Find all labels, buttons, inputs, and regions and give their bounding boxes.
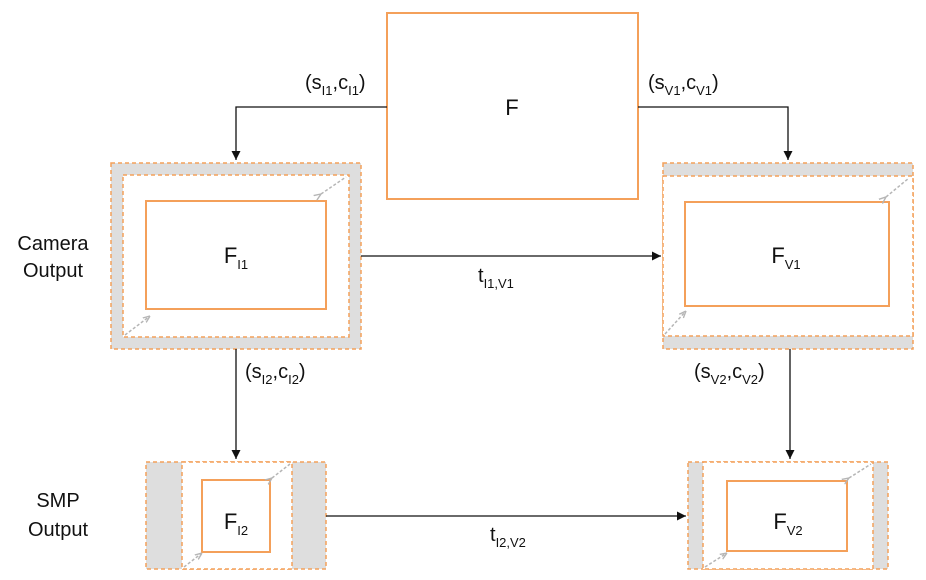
scale-arrow-icon — [183, 553, 202, 568]
scale-arrow-icon — [272, 463, 291, 478]
smp-output-v2: FV2 — [687, 461, 889, 570]
edge-label-f-i1: (sI1,cI1) — [305, 72, 366, 98]
frame-v1-box — [684, 201, 890, 307]
edge-label-i2-v2: tI2,V2 — [490, 524, 526, 550]
edge-label-v1-v2: (sV2,cV2) — [694, 361, 765, 387]
scale-arrow-icon — [704, 553, 727, 568]
frame-i2-label: FI2 — [224, 509, 248, 538]
scale-arrow-icon — [321, 176, 347, 194]
scale-arrow-icon — [664, 311, 686, 335]
frame-v2-label: FV2 — [773, 509, 802, 538]
scale-arrow-icon — [124, 316, 150, 336]
camera-output-v1: FV1 — [662, 162, 914, 350]
edge-label-i1-v1: tI1,V1 — [478, 265, 514, 291]
source-frame-label: F — [505, 95, 518, 120]
edge-label-i1-i2: (sI2,cI2) — [245, 361, 306, 387]
arrow-f-to-v1 — [638, 106, 793, 160]
camera-output-i1: FI1 — [110, 162, 362, 350]
frame-i1-label: FI1 — [224, 243, 248, 272]
arrow-f-to-i1 — [231, 106, 387, 160]
source-frame-box — [386, 12, 639, 200]
frame-i1-box — [145, 200, 327, 310]
scale-arrow-icon — [849, 463, 872, 478]
smp-output-i2: FI2 — [145, 461, 327, 570]
edge-label-f-v1: (sV1,cV1) — [648, 72, 719, 98]
frame-i2-box — [201, 479, 271, 553]
frame-v2-box — [726, 480, 848, 552]
frame-v1-label: FV1 — [771, 243, 800, 272]
